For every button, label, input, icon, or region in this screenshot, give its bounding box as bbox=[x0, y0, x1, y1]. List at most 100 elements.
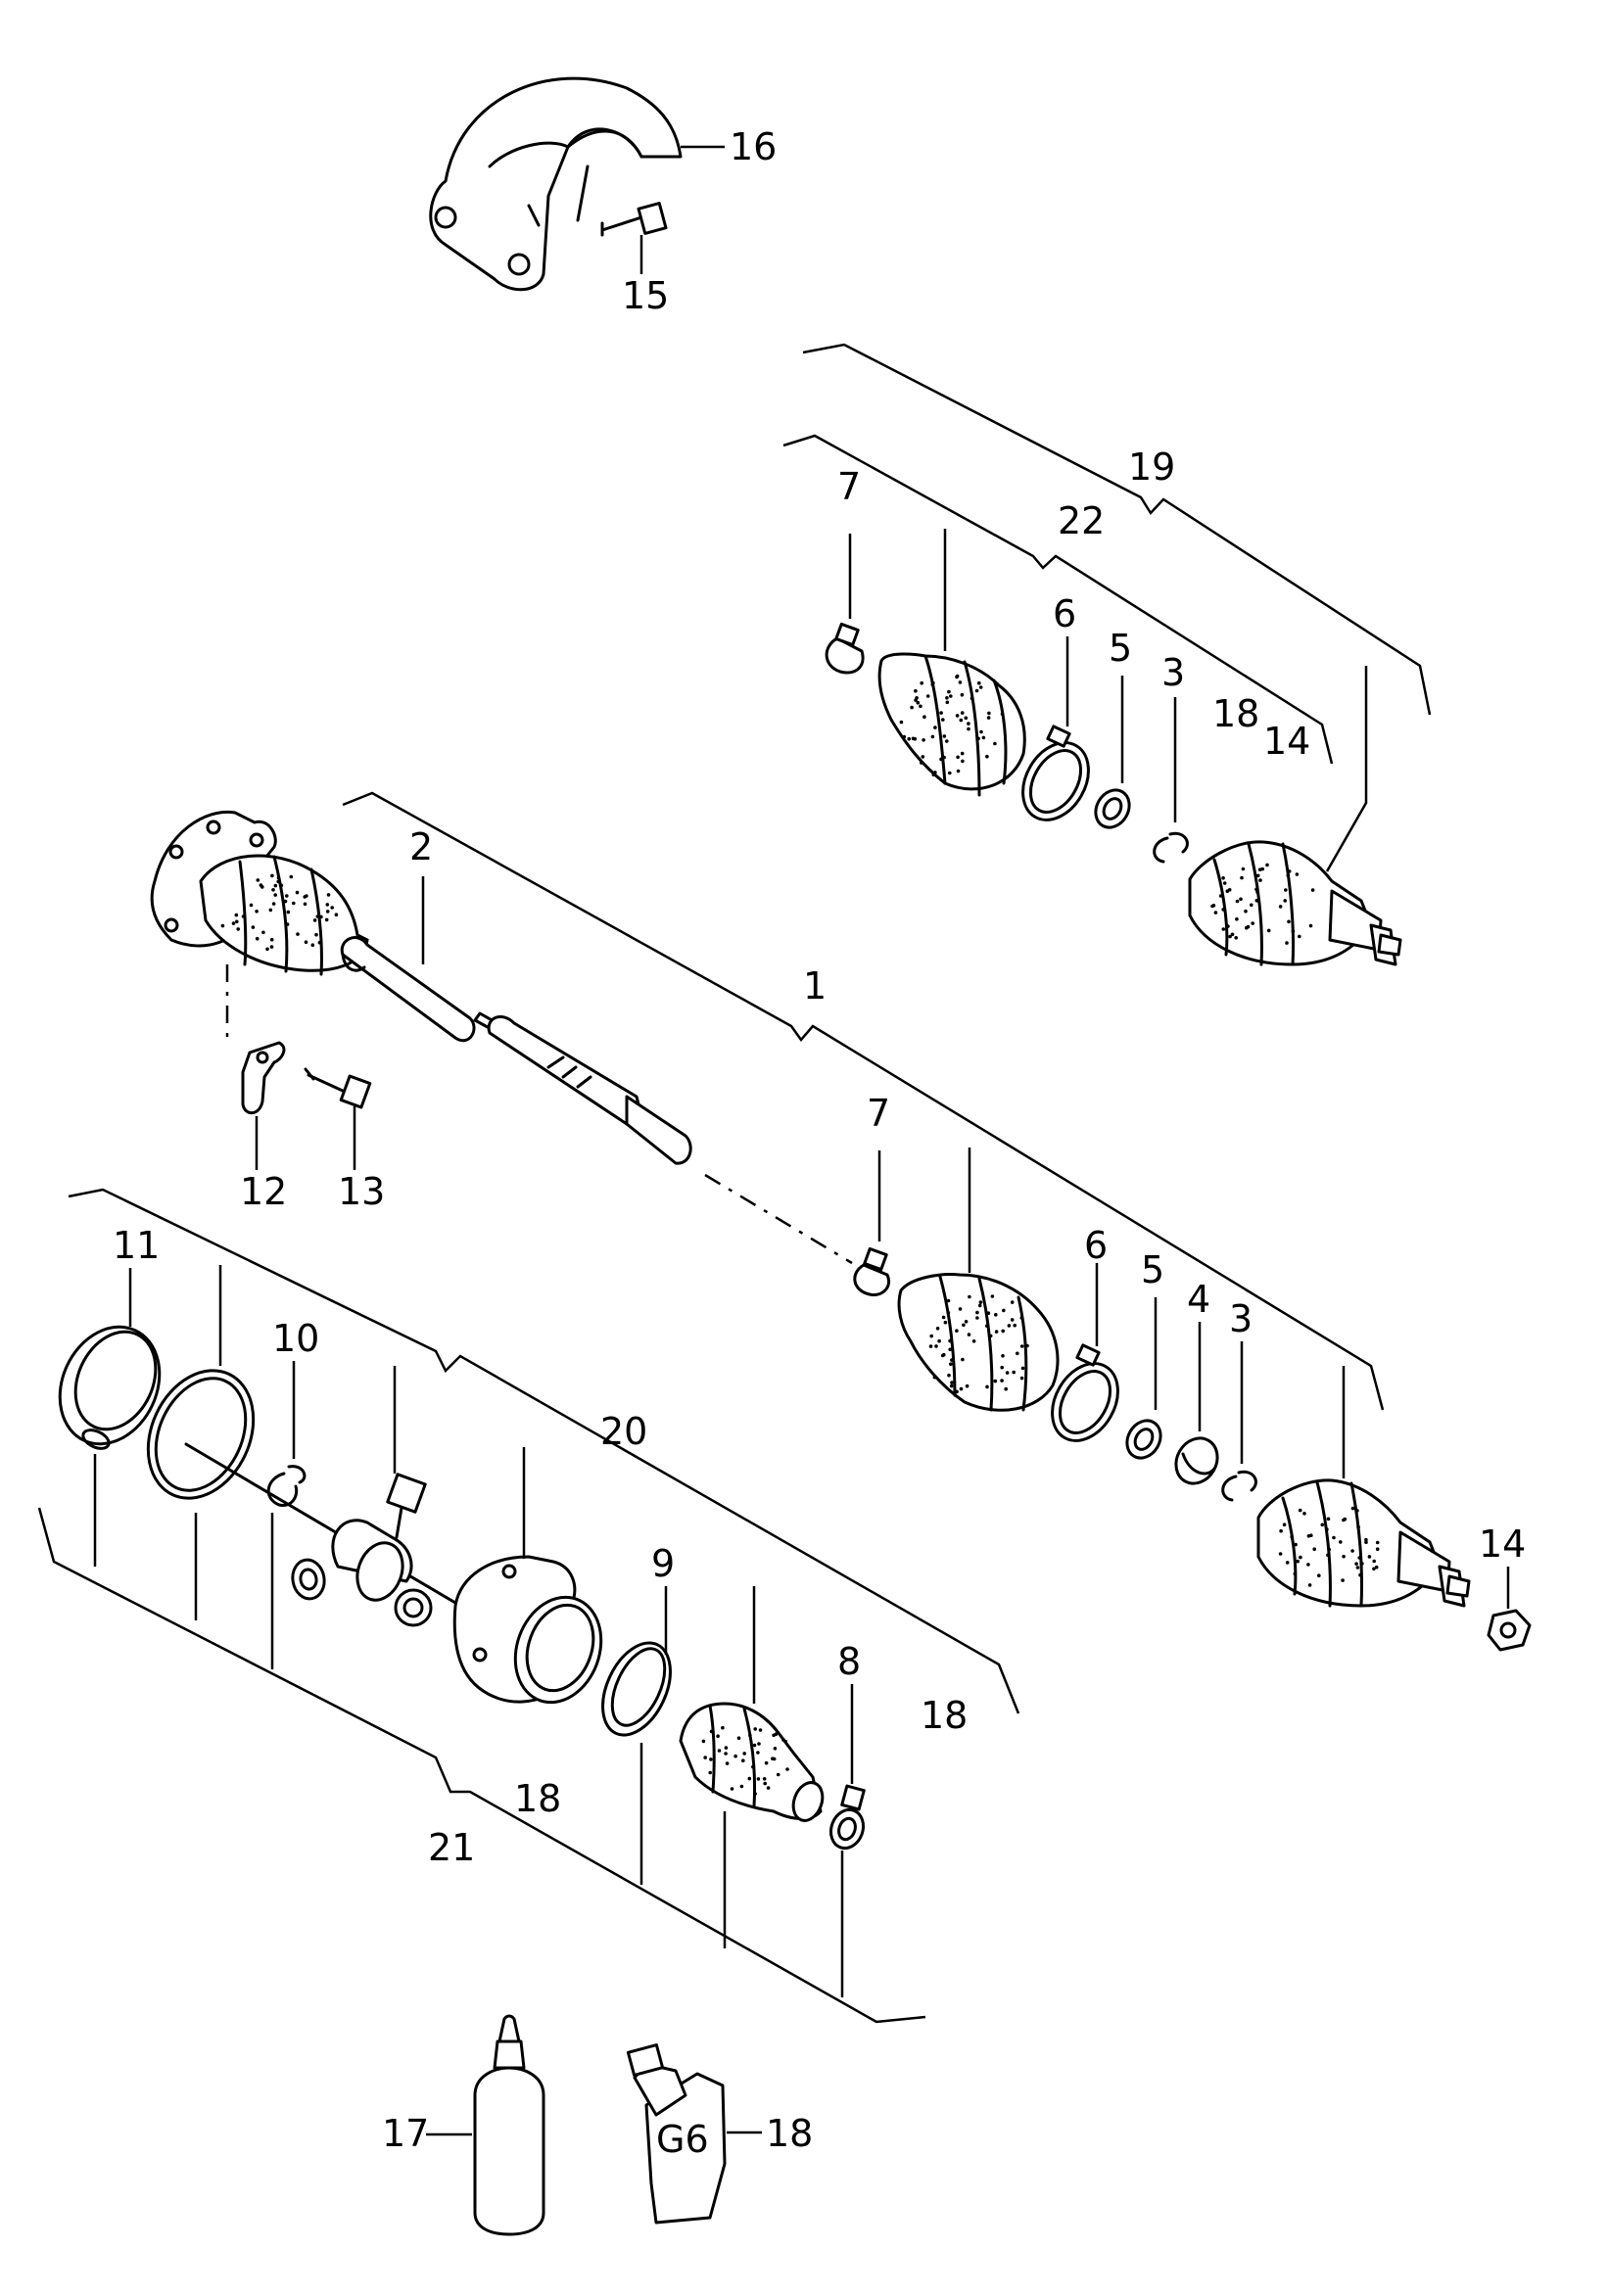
stipple-dot bbox=[975, 1310, 979, 1315]
stipple-dot bbox=[1001, 1354, 1005, 1358]
stipple-dot bbox=[783, 1739, 787, 1744]
stipple-dot bbox=[717, 1749, 722, 1753]
stipple-dot bbox=[747, 1776, 752, 1781]
heat-shield-part bbox=[429, 76, 683, 292]
stipple-dot bbox=[1283, 899, 1287, 903]
callout-21: 21 bbox=[428, 1826, 475, 1869]
stipple-dot bbox=[249, 903, 254, 908]
stipple-dot bbox=[1025, 1343, 1029, 1348]
stipple-dot bbox=[739, 1784, 744, 1789]
stipple-dot bbox=[1255, 873, 1260, 878]
stipple-dot bbox=[1307, 1583, 1312, 1587]
stipple-dot bbox=[255, 910, 259, 914]
stipple-dot bbox=[1350, 1506, 1355, 1511]
callout-6-upper: 6 bbox=[1053, 592, 1076, 635]
stipple-dot bbox=[941, 1315, 946, 1320]
stipple-dot bbox=[1260, 867, 1264, 871]
callout-18-tube: 18 bbox=[766, 2112, 813, 2155]
stipple-dot bbox=[928, 1344, 933, 1348]
stipple-dot bbox=[1290, 1534, 1294, 1539]
stipple-dot bbox=[1258, 878, 1262, 882]
bottle-17-part bbox=[473, 2014, 545, 2236]
stipple-dot bbox=[1287, 869, 1292, 873]
stipple-dot bbox=[763, 1781, 767, 1786]
stipple-dot bbox=[1019, 1376, 1024, 1381]
stipple-dot bbox=[1375, 1540, 1380, 1545]
stipple-dot bbox=[960, 711, 965, 715]
stipple-dot bbox=[1317, 1573, 1321, 1577]
callout-3-upper: 3 bbox=[1161, 651, 1185, 694]
callout-4: 4 bbox=[1187, 1278, 1210, 1321]
stipple-dot bbox=[922, 715, 926, 719]
stipple-dot bbox=[296, 932, 300, 936]
stipple-dot bbox=[947, 689, 951, 694]
stipple-dot bbox=[919, 704, 922, 709]
stipple-dot bbox=[961, 759, 965, 764]
stipple-dot bbox=[756, 1777, 761, 1781]
stipple-dot bbox=[265, 947, 269, 952]
stipple-dot bbox=[925, 694, 930, 698]
stipple-dot bbox=[1010, 1318, 1015, 1322]
stipple-dot bbox=[286, 910, 291, 914]
stipple-dot bbox=[256, 878, 260, 882]
stipple-dot bbox=[955, 1329, 959, 1333]
stipple-dot bbox=[910, 705, 914, 710]
stipple-dot bbox=[1266, 928, 1271, 933]
stipple-dot bbox=[978, 685, 983, 689]
stipple-dot bbox=[1291, 929, 1296, 933]
stipple-dot bbox=[1250, 903, 1253, 908]
stipple-dot bbox=[1306, 1563, 1310, 1567]
stipple-dot bbox=[317, 940, 322, 945]
stipple-dot bbox=[1234, 936, 1238, 940]
stipple-dot bbox=[312, 918, 317, 922]
stipple-dot bbox=[965, 1383, 970, 1388]
stipple-dot bbox=[931, 773, 936, 776]
stipple-dot bbox=[959, 718, 964, 723]
mid-outer-cv-joint bbox=[1256, 1478, 1471, 1608]
stipple-dot bbox=[241, 914, 246, 918]
stipple-dot bbox=[785, 1767, 789, 1771]
stipple-dot bbox=[977, 680, 981, 685]
callout-13: 13 bbox=[338, 1170, 385, 1213]
stipple-dot bbox=[1218, 894, 1223, 898]
stipple-dot bbox=[709, 1729, 714, 1734]
stipple-dot bbox=[304, 940, 308, 944]
stipple-dot bbox=[1355, 1566, 1360, 1570]
stipple-dot bbox=[985, 1384, 989, 1389]
stipple-dot bbox=[326, 893, 331, 897]
tube-label: G6 bbox=[656, 2118, 709, 2161]
stipple-dot bbox=[736, 1736, 741, 1740]
mid-ring-4 bbox=[1174, 1436, 1219, 1485]
callout-7-mid: 7 bbox=[867, 1092, 890, 1135]
stipple-dot bbox=[914, 688, 918, 693]
shaft-part bbox=[340, 936, 692, 1165]
stipple-dot bbox=[310, 943, 315, 947]
cap-11-part bbox=[58, 1325, 162, 1450]
stipple-dot bbox=[235, 919, 239, 924]
stipple-dot bbox=[324, 917, 329, 922]
stipple-dot bbox=[758, 1728, 763, 1732]
stipple-dot bbox=[334, 913, 339, 916]
stipple-dot bbox=[1241, 867, 1246, 871]
clamp-8-part bbox=[828, 1784, 866, 1851]
stipple-dot bbox=[1278, 905, 1283, 909]
stipple-dot bbox=[1310, 888, 1315, 892]
stipple-dot bbox=[1005, 1371, 1010, 1375]
stipple-dot bbox=[1240, 875, 1244, 880]
callout-1: 1 bbox=[803, 964, 827, 1007]
callout-9: 9 bbox=[651, 1542, 675, 1585]
stipple-dot bbox=[967, 722, 970, 726]
stipple-dot bbox=[724, 1746, 729, 1750]
stipple-dot bbox=[742, 1752, 746, 1756]
stipple-dot bbox=[977, 1303, 982, 1308]
stipple-dot bbox=[930, 734, 935, 739]
bracket-12-part bbox=[241, 1041, 286, 1115]
stipple-dot bbox=[985, 754, 989, 759]
nut-14-part bbox=[1487, 1609, 1532, 1652]
stipple-dot bbox=[231, 921, 236, 925]
stipple-dot bbox=[772, 1757, 777, 1761]
stipple-dot bbox=[325, 903, 330, 907]
stipple-dot bbox=[964, 716, 969, 721]
stipple-dot bbox=[1282, 1523, 1287, 1526]
